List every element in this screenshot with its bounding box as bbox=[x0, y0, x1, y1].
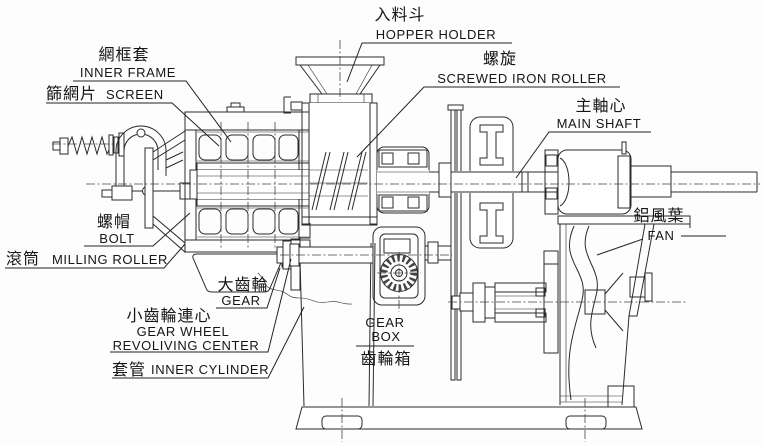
feed-box bbox=[283, 96, 378, 226]
labels: 網框套 INNER FRAME 篩網片 SCREEN 入料斗 HOPPER HO… bbox=[6, 6, 684, 379]
clevis-bracket bbox=[101, 125, 184, 201]
guard-plate bbox=[447, 104, 464, 381]
label-main-shaft-en: MAIN SHAFT bbox=[557, 116, 642, 131]
label-gear-zh: 大齒輪 bbox=[217, 276, 268, 294]
label-inner-cylinder-zh: 套管 bbox=[112, 361, 146, 379]
label-screw-zh: 螺旋 bbox=[483, 50, 517, 68]
leader-main-shaft bbox=[515, 131, 651, 179]
machine-base bbox=[295, 385, 643, 430]
leader-bolt bbox=[84, 212, 191, 247]
label-bolt-zh: 螺帽 bbox=[97, 213, 131, 231]
centerlines bbox=[52, 40, 760, 442]
label-fan-zh: 鋁風葉 bbox=[633, 207, 684, 225]
leader-screw bbox=[356, 86, 620, 158]
label-hopper-en: HOPPER HOLDER bbox=[376, 27, 497, 42]
screw-conveyor bbox=[309, 151, 368, 211]
label-inner-frame-zh: 網框套 bbox=[98, 46, 149, 64]
label-gearbox-zh: 齒輪箱 bbox=[360, 350, 411, 368]
leader-inner-frame bbox=[73, 80, 232, 143]
label-bolt-en: BOLT bbox=[99, 231, 134, 246]
label-gearbox-en2: BOX bbox=[371, 329, 400, 344]
label-screen-en: SCREEN bbox=[106, 87, 164, 102]
label-gearbox-en1: GEAR bbox=[365, 315, 404, 330]
label-fan-en: FAN bbox=[647, 228, 674, 243]
label-inner-frame-en: INNER FRAME bbox=[80, 65, 176, 80]
label-revolving-center-zh: 小齒輪連心 bbox=[126, 307, 211, 325]
leader-hopper bbox=[346, 42, 512, 83]
label-screen-zh: 篩網片 bbox=[46, 85, 97, 103]
stand-leg bbox=[257, 242, 376, 407]
fan-assembly bbox=[543, 215, 691, 406]
milling-chamber bbox=[184, 102, 311, 253]
leader-revolving-center bbox=[110, 258, 292, 353]
label-inner-cylinder-en: INNER CYLINDER bbox=[151, 362, 269, 377]
label-gear-en: GEAR bbox=[221, 293, 260, 308]
tension-spring bbox=[52, 132, 125, 157]
fan-blade bbox=[568, 225, 598, 401]
bearing-block bbox=[544, 141, 672, 215]
leader-lines bbox=[5, 42, 726, 379]
label-main-shaft-zh: 主軸心 bbox=[575, 97, 626, 115]
leader-inner-cylinder bbox=[112, 306, 305, 379]
label-revolving-center-en2: REVOLIVING CENTER bbox=[113, 338, 260, 353]
label-hopper-zh: 入料斗 bbox=[374, 6, 425, 24]
label-screw-en: SCREWED IRON ROLLER bbox=[437, 71, 607, 86]
label-milling-roller-zh: 滾筒 bbox=[6, 250, 40, 268]
roller-core bbox=[197, 170, 310, 199]
gear-box-assembly bbox=[276, 226, 452, 306]
leader-gear bbox=[216, 267, 281, 309]
leader-screen bbox=[46, 102, 220, 147]
leader-fan bbox=[596, 235, 726, 256]
leader-milling-roller bbox=[5, 243, 186, 269]
label-milling-roller-en: MILLING ROLLER bbox=[52, 252, 168, 267]
label-revolving-center-en1: GEAR WHEEL bbox=[137, 324, 230, 339]
bearing-housing bbox=[376, 146, 430, 214]
